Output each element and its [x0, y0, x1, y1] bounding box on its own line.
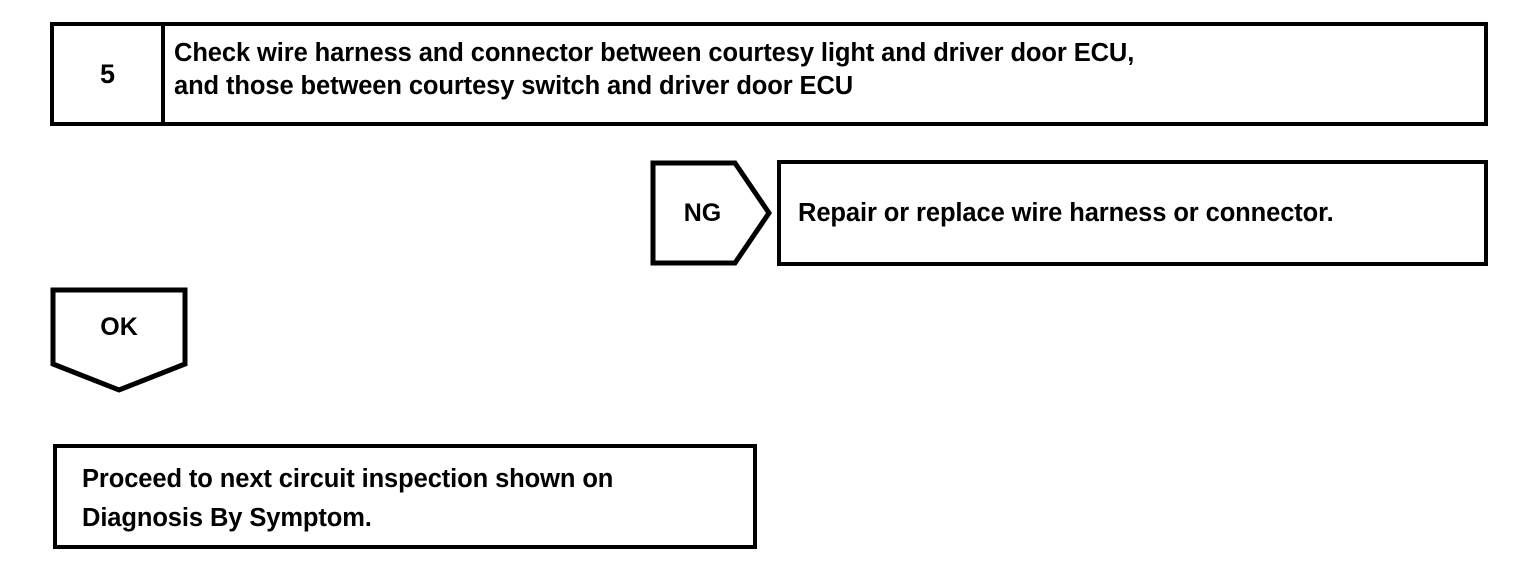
final-result-line-1: Proceed to next circuit inspection shown… [82, 465, 614, 493]
step-number-cell: 5 [54, 26, 165, 122]
final-result-line-2: Diagnosis By Symptom. [82, 504, 372, 532]
step-instruction-line-2: and those between courtesy switch and dr… [174, 72, 854, 100]
ng-result-text: Repair or replace wire harness or connec… [798, 199, 1334, 227]
ok-branch-arrow-icon [50, 287, 188, 393]
step-header-box: 5 Check wire harness and connector betwe… [50, 22, 1488, 126]
step-instruction-line-1: Check wire harness and connector between… [174, 39, 1135, 67]
final-result-box: Proceed to next circuit inspection shown… [53, 444, 757, 549]
step-number: 5 [99, 58, 116, 89]
step-instruction-cell: Check wire harness and connector between… [165, 26, 1484, 122]
ng-result-box: Repair or replace wire harness or connec… [777, 160, 1488, 266]
ng-branch-arrow-icon [650, 160, 772, 266]
